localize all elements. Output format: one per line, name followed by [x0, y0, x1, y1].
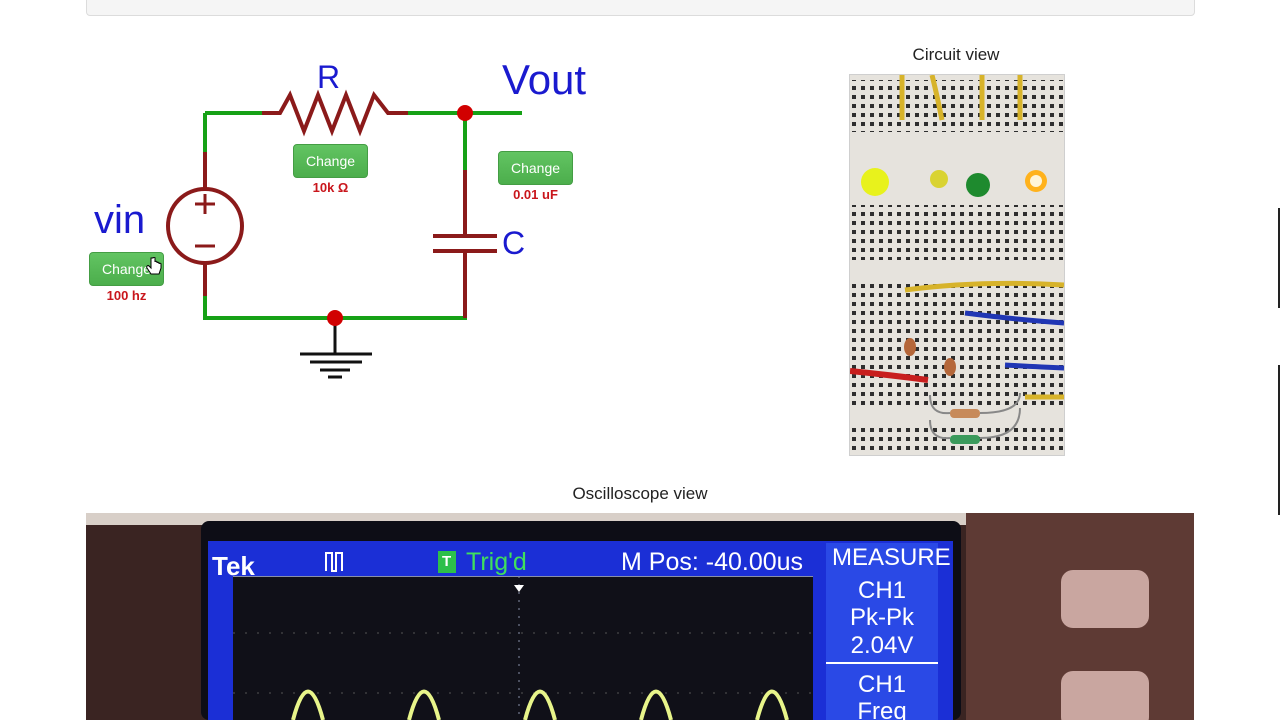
output-label: Vout [502, 56, 586, 103]
source-label: vin [94, 198, 145, 242]
scope-position: M Pos: -40.00us [621, 548, 804, 576]
ground-node [327, 310, 343, 326]
scope-measure-title: MEASURE [832, 544, 951, 571]
oscilloscope-image [86, 513, 1194, 720]
top-panel [86, 0, 1195, 16]
output-node [457, 105, 473, 121]
capacitor-label: C [502, 225, 525, 261]
scope-measure1-type: Pk-Pk [849, 604, 914, 631]
capacitor-change-button[interactable]: Change [498, 151, 573, 185]
scope-measure1-value: 2.04V [850, 632, 914, 659]
source-frequency-value: 100 hz [106, 288, 147, 303]
resistor-change-button[interactable]: Change [293, 144, 368, 178]
scrollbar-track[interactable] [1278, 208, 1280, 308]
capacitor-value: 0.01 uF [513, 187, 558, 202]
scope-knob [1061, 671, 1149, 720]
oscilloscope-photo: Tek T Trig'd M Pos: -40.00us MEASURE CH1… [86, 513, 1194, 720]
scope-brand: Tek [212, 551, 255, 581]
circuit-view-title: Circuit view [912, 45, 1000, 64]
resistor-symbol [262, 89, 408, 137]
scope-trigger-status: Trig'd [466, 548, 527, 576]
resistor-value: 10k Ω [312, 180, 349, 195]
scrollbar-track[interactable] [1278, 365, 1280, 515]
breadboard-image [850, 75, 1064, 455]
scope-measure1-channel: CH1 [857, 577, 906, 604]
breadboard-photo [849, 74, 1065, 456]
resistor-label: R [317, 59, 340, 95]
scope-knob [1061, 570, 1149, 628]
scope-measure2-type: Freq [857, 698, 907, 720]
voltage-source-symbol [166, 152, 244, 296]
capacitor-symbol [433, 170, 497, 318]
hand-cursor-icon [146, 257, 162, 275]
rc-circuit-schematic: R Vout vin C [94, 56, 586, 379]
scope-trigger-badge: T [442, 553, 452, 570]
ground-symbol [300, 318, 372, 379]
scope-measure2-channel: CH1 [857, 671, 906, 698]
oscilloscope-view-title: Oscilloscope view [572, 484, 708, 503]
